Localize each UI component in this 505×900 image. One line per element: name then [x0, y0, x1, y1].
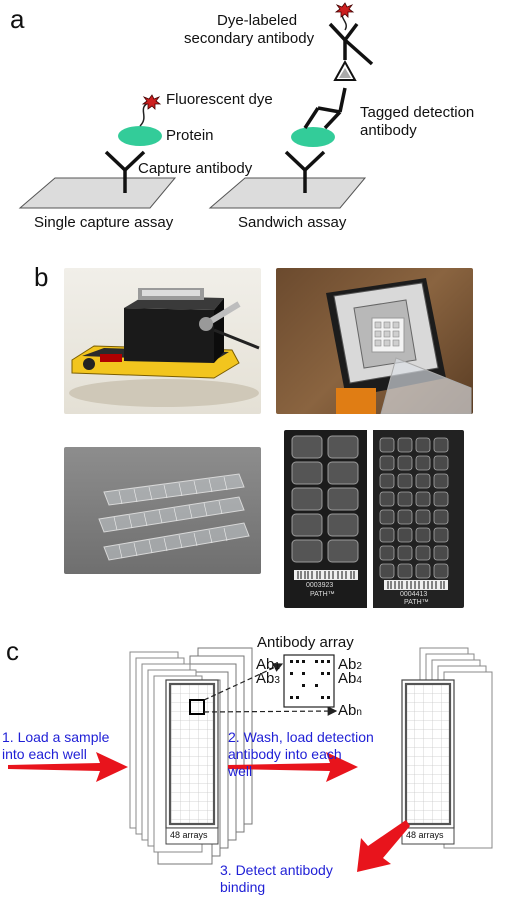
- slide-brand-2: PATH™: [404, 599, 429, 606]
- step1-line2: into each well: [2, 746, 87, 762]
- ab4-label: Ab4: [338, 670, 362, 690]
- panel-b-label: b: [34, 262, 49, 292]
- tagged-detection-antibody: [303, 87, 347, 130]
- abn-subscript: n: [356, 707, 362, 718]
- sandwich-caption: Sandwich assay: [238, 214, 347, 231]
- incubator-photo: [64, 268, 261, 414]
- sandwich-protein: [291, 127, 335, 147]
- step3-line2: binding: [220, 879, 266, 895]
- ab1-text: Ab: [256, 656, 275, 673]
- antibody-array-title: Antibody array: [257, 634, 354, 651]
- step2-line2: antibody into each: [228, 746, 342, 762]
- single-assay-surface: [18, 177, 177, 209]
- ab3-text: Ab: [256, 670, 275, 687]
- ab3-label: Ab3: [256, 670, 280, 690]
- left-slide-stack: [129, 647, 253, 865]
- slides-photo: [64, 447, 261, 574]
- slide-barcode-2: 0004413: [400, 591, 428, 598]
- ab1-label: Ab1: [256, 656, 280, 676]
- abn-text: Ab: [338, 702, 357, 719]
- ab4-subscript: 4: [356, 675, 362, 686]
- red-arrows: [8, 752, 410, 872]
- single-dye: [141, 94, 162, 110]
- protein-label: Protein: [166, 127, 214, 144]
- secondary-label-line2: secondary antibody: [184, 30, 315, 47]
- right-stack-label: 48 arrays: [406, 830, 444, 840]
- ab2-label: Ab2: [338, 656, 362, 676]
- panel-a-label: a: [10, 4, 25, 34]
- tagged-label-line2: antibody: [360, 122, 417, 139]
- single-protein: [118, 126, 162, 146]
- secondary-dye: [334, 2, 355, 18]
- panel-a-illustration: [18, 2, 374, 209]
- step3-line1: 3. Detect antibody: [220, 862, 333, 878]
- right-slide-stack: [401, 647, 493, 849]
- ab2-subscript: 2: [356, 661, 362, 672]
- secondary-antibody: [328, 22, 374, 66]
- secondary-label-line1: Dye-labeled: [217, 12, 298, 29]
- tagged-label-line1: Tagged detection: [360, 104, 475, 121]
- left-stack-label: 48 arrays: [170, 830, 208, 840]
- ab3-subscript: 3: [274, 675, 280, 686]
- selected-well-box: [189, 699, 205, 715]
- ab4-text: Ab: [338, 670, 357, 687]
- slide-brand-1: PATH™: [310, 591, 335, 598]
- step2-line3: well: [228, 763, 253, 779]
- array-spots: [290, 660, 330, 699]
- sandwich-assay-surface: [208, 177, 367, 209]
- step1-line1: 1. Load a sample: [2, 729, 110, 745]
- array-slides-photo: 0003923 PATH™ 0004413 PATH™: [284, 430, 464, 608]
- sandwich-capture-antibody: [284, 150, 326, 193]
- slide-barcode-1: 0003923: [306, 582, 334, 589]
- single-capture-antibody: [104, 150, 146, 193]
- single-capture-caption: Single capture assay: [34, 214, 174, 231]
- fluorescent-dye-label: Fluorescent dye: [166, 91, 273, 108]
- holder-closeup-photo: [276, 268, 473, 414]
- step2-line1: 2. Wash, load detection: [228, 729, 374, 745]
- abn-label: Abn: [338, 702, 362, 722]
- ab2-text: Ab: [338, 656, 357, 673]
- capture-antibody-label: Capture antibody: [138, 160, 253, 177]
- panel-c-label: c: [6, 636, 19, 666]
- ab1-subscript: 1: [274, 661, 280, 672]
